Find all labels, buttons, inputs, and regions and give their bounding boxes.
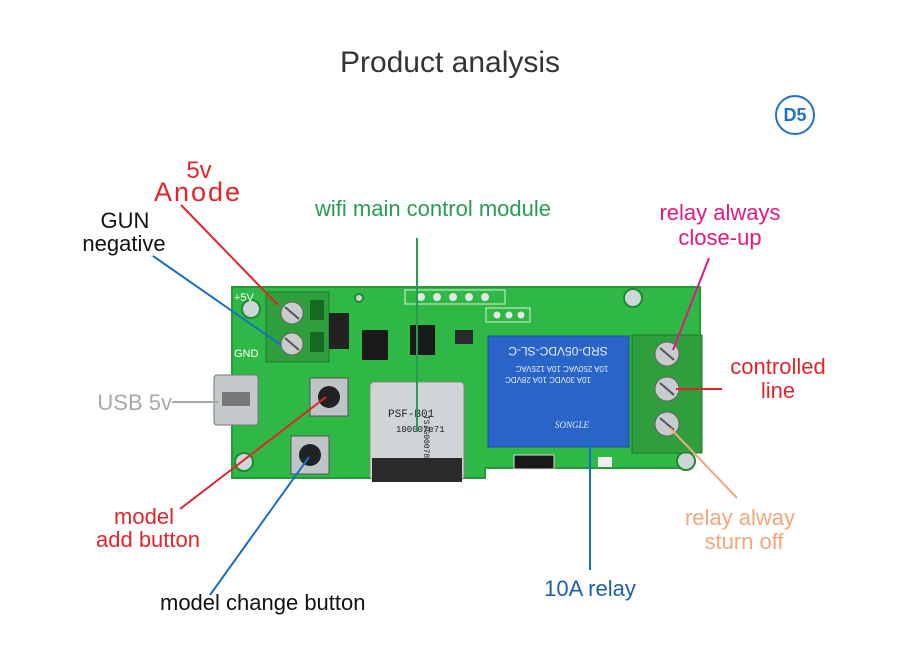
label-wifi-module: wifi main control module (315, 196, 551, 221)
label-relay-close-2: close-up (678, 225, 762, 250)
module-code-2: TSJG00078 (421, 415, 430, 458)
label-5v: 5v (186, 157, 212, 184)
label-negative: negative (82, 231, 166, 256)
regulator (362, 330, 388, 360)
page-title: Product analysis (339, 46, 561, 79)
leader-gun (152, 255, 282, 346)
leader-relay-off (669, 427, 738, 499)
board-label-gnd: GND (234, 348, 259, 360)
module-name: PSF-B01 (388, 409, 435, 421)
capacitor (329, 313, 349, 349)
label-model-add-1: model (114, 504, 174, 529)
module-code-1: 100007e71 (396, 425, 445, 435)
leader-anode (180, 204, 279, 306)
label-10a-relay: 10A relay (544, 576, 636, 601)
leader-relay-close (672, 257, 710, 351)
transistor (410, 325, 435, 355)
diode (513, 454, 555, 470)
label-model-change: model change button (160, 590, 366, 615)
relay-brand: SONGLE (555, 420, 590, 430)
label-controlled-2: line (760, 378, 796, 403)
led (598, 457, 612, 467)
label-usb: USB 5v (97, 390, 172, 415)
label-anode: Anode (153, 177, 243, 207)
label-relay-off-2: sturn off (704, 529, 784, 554)
leader-model-change (209, 456, 310, 596)
label-relay-close-1: relay always (659, 200, 781, 225)
relay-model: SRD-05VDC-SL-C (508, 344, 608, 358)
leader-model-add (179, 396, 327, 510)
label-gun: GUN (100, 208, 150, 233)
board-label-plus5v: +5V (234, 292, 255, 304)
label-relay-off-1: relay alway (684, 505, 796, 530)
label-model-add-2: add button (96, 527, 200, 552)
relay-spec-2: 10A 30VDC 10A 28VDC (505, 375, 591, 384)
page-badge: D5 (775, 95, 815, 135)
relay-spec-1: 10A 250VAC 10A 125VAC (515, 364, 608, 373)
label-controlled-1: controlled (730, 354, 826, 379)
relay-body (487, 335, 630, 448)
